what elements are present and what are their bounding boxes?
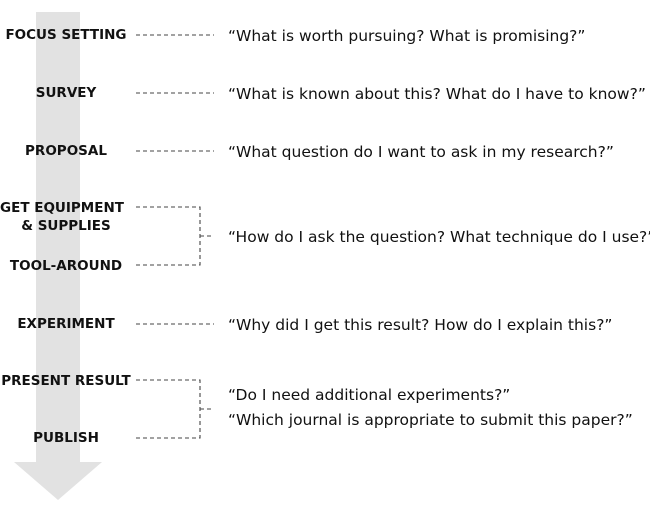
question-survey: “What is known about this? What do I hav… bbox=[228, 85, 646, 103]
question-equipment-tool-around: “How do I ask the question? What techniq… bbox=[228, 228, 650, 246]
stage-label-get-equipment: GET EQUIPMENT bbox=[0, 200, 125, 216]
question-focus-setting: “What is worth pursuing? What is promisi… bbox=[228, 27, 585, 45]
stage-label-tool-around: TOOL-AROUND bbox=[10, 258, 122, 274]
process-arrow bbox=[14, 12, 102, 500]
stage-label-get-equipment-line-2: & SUPPLIES bbox=[21, 218, 111, 234]
question-experiment: “Why did I get this result? How do I exp… bbox=[228, 316, 612, 334]
question-proposal: “What question do I want to ask in my re… bbox=[228, 143, 614, 161]
stage-label-publish: PUBLISH bbox=[33, 430, 99, 446]
question-present-publish-line-1: “Do I need additional experiments?” bbox=[228, 386, 510, 404]
stage-label-present-result: PRESENT RESULT bbox=[1, 373, 131, 389]
stage-label-focus-setting: FOCUS SETTING bbox=[5, 27, 126, 43]
stage-label-proposal: PROPOSAL bbox=[25, 143, 107, 159]
bracket-present-publish bbox=[136, 379, 201, 439]
question-present-publish-line-2: “Which journal is appropriate to submit … bbox=[228, 411, 633, 429]
stage-label-experiment: EXPERIMENT bbox=[17, 316, 115, 332]
stage-label-survey: SURVEY bbox=[36, 85, 97, 101]
bracket-equipment-tool-around bbox=[136, 206, 201, 266]
